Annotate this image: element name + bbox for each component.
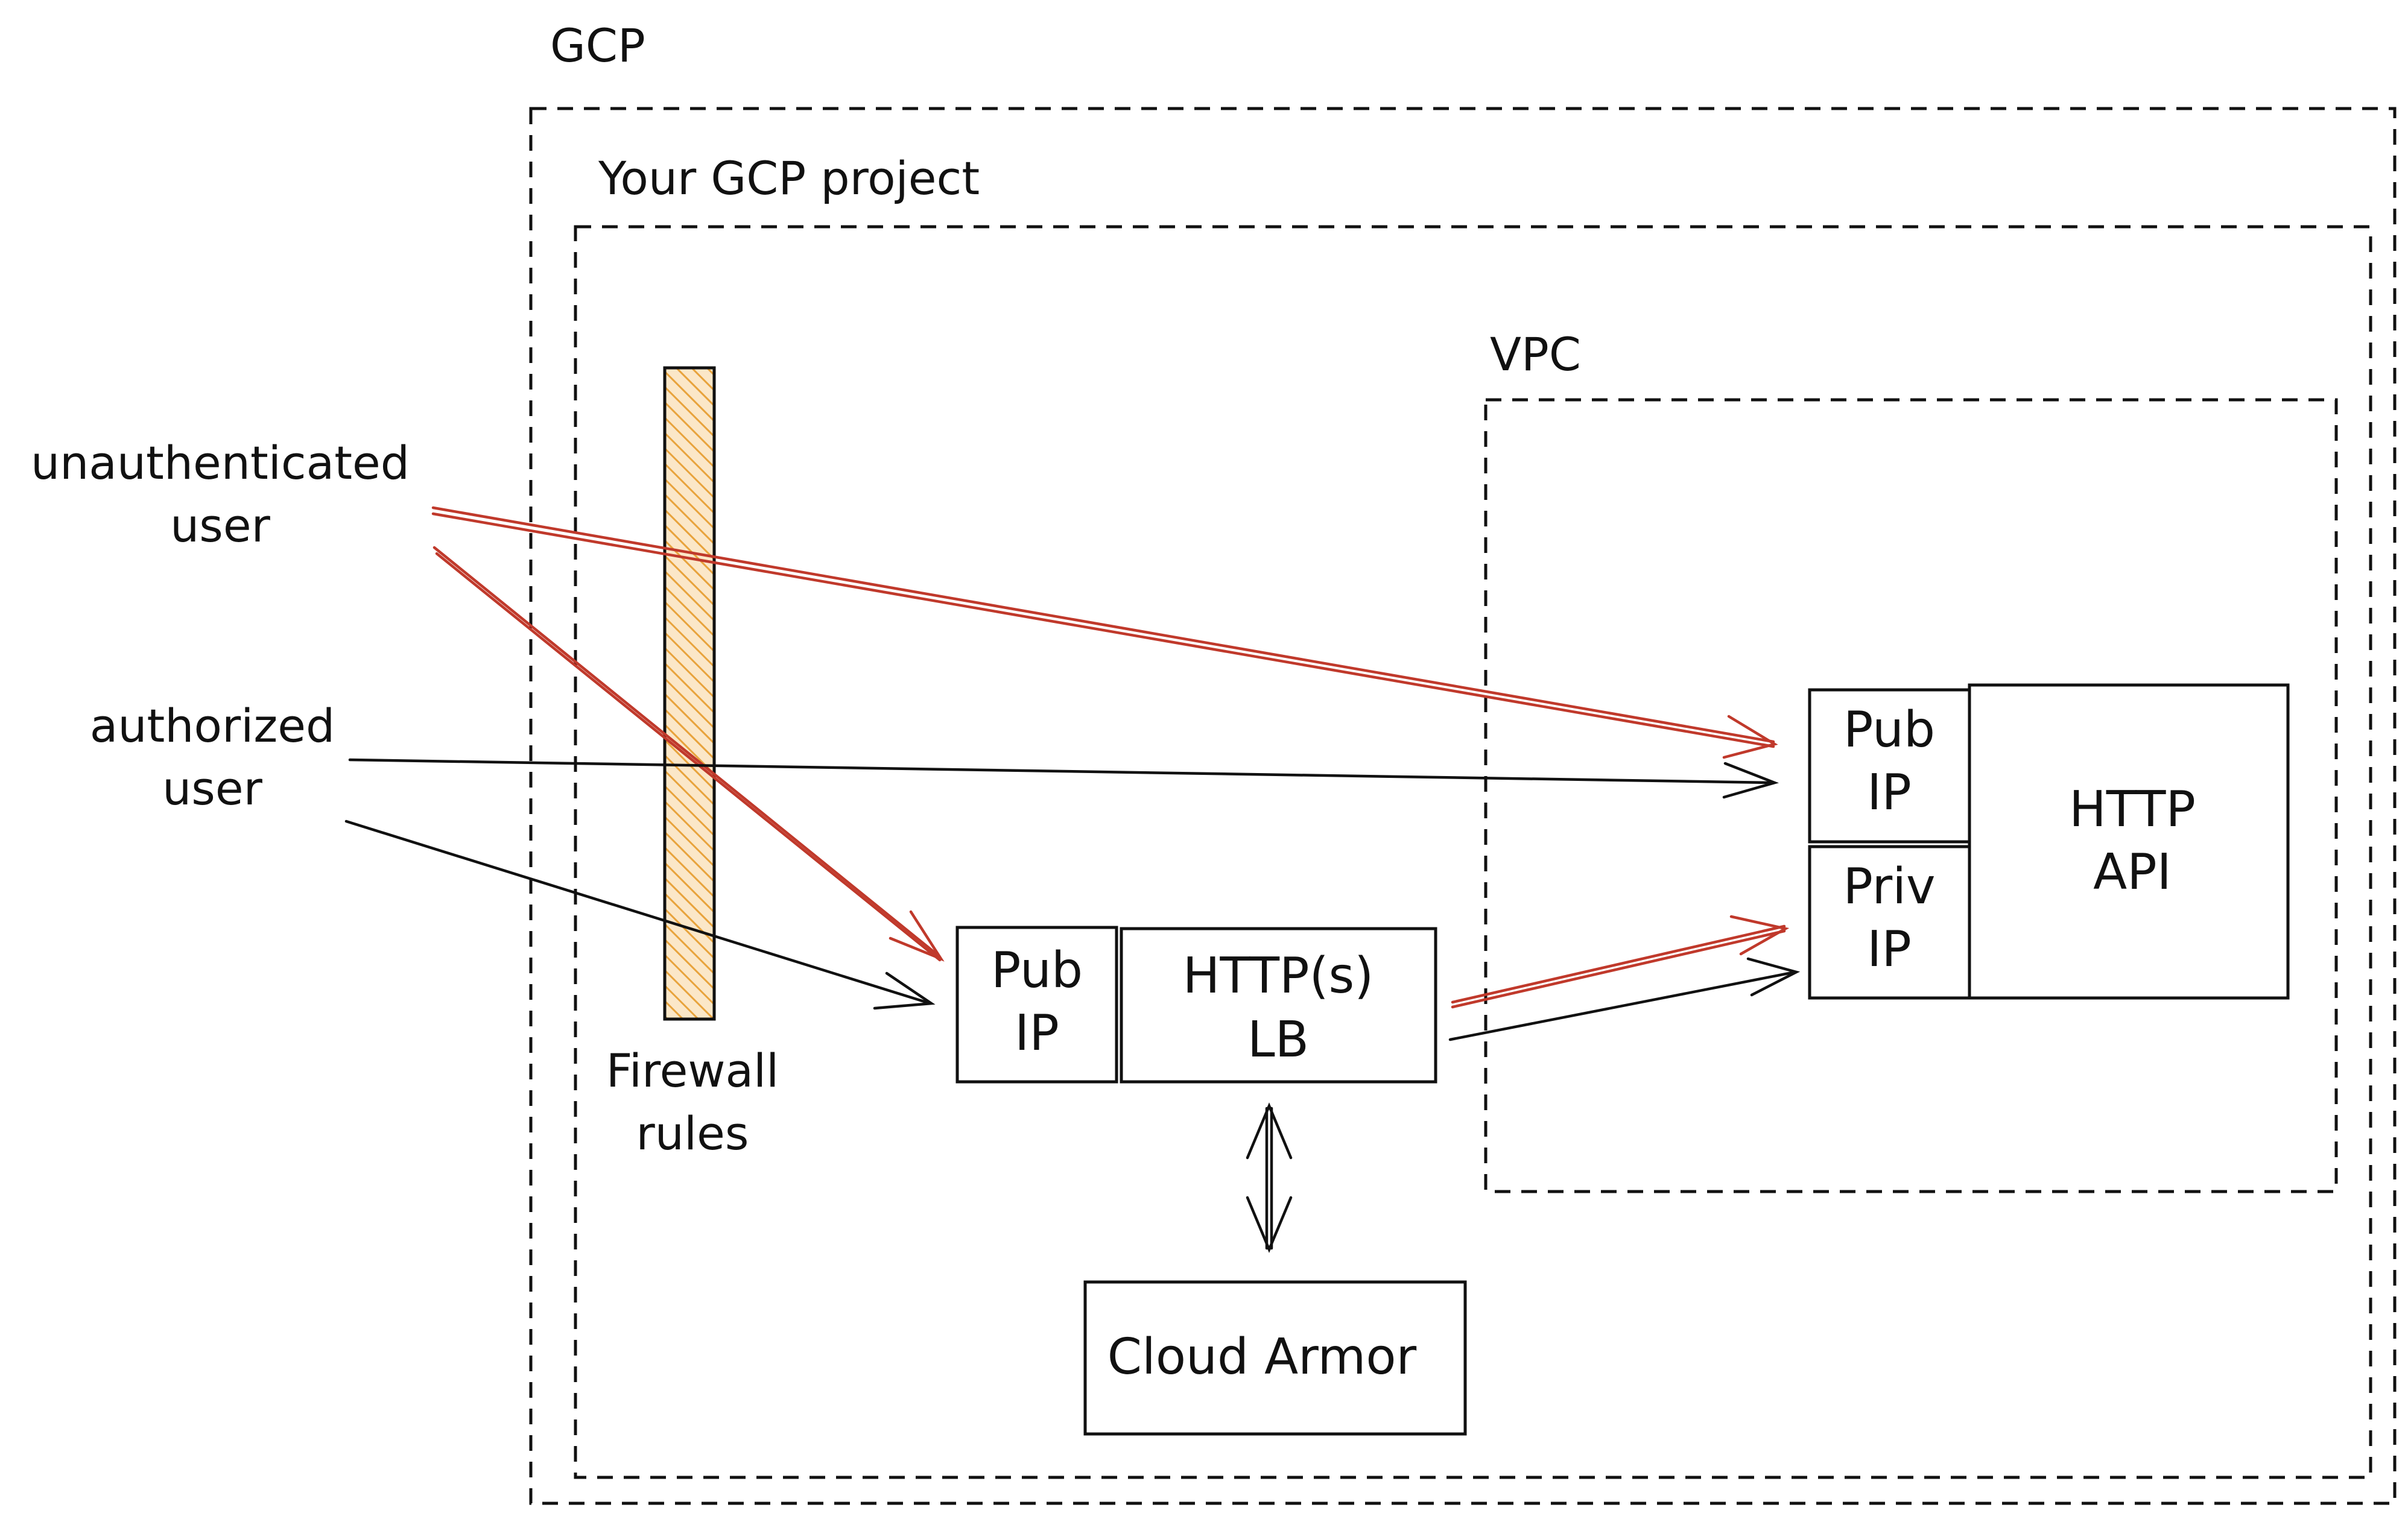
unauthenticated-user-label-1: unauthenticated — [31, 436, 410, 490]
gcp-boundary — [529, 107, 2397, 1505]
vpc-label: VPC — [1490, 327, 1581, 381]
firewall-label-2: rules — [636, 1107, 749, 1160]
unauthenticated-to-lb-arrow — [432, 546, 945, 962]
authorized-user: authorized user — [90, 699, 335, 815]
lb-box — [1120, 927, 1437, 1084]
firewall-bar — [663, 366, 716, 1021]
api-priv-ip-label-2: IP — [1867, 921, 1912, 978]
authorized-to-lb-arrow — [344, 819, 936, 1010]
unauthenticated-user-label-2: user — [170, 499, 271, 552]
lb-pub-ip-label-2: IP — [1015, 1005, 1059, 1062]
cloud-armor-label: Cloud Armor — [1107, 1328, 1417, 1386]
authorized-user-label-1: authorized — [90, 699, 335, 753]
api-priv-ip-box — [1808, 845, 1971, 1000]
api-pub-ip-label-1: Pub — [1843, 701, 1935, 759]
lb-pub-ip-box — [955, 926, 1118, 1084]
lb-to-api-priv-ip-red-arrow — [1451, 915, 1790, 1009]
http-api: Pub IP Priv IP HTTP API — [1808, 683, 2290, 1000]
project-label: Your GCP project — [598, 151, 980, 205]
http-api-label-1: HTTP — [2069, 781, 2196, 838]
project-boundary — [574, 225, 2372, 1479]
cloud-armor: Cloud Armor — [1083, 1280, 1467, 1436]
api-pub-ip-label-2: IP — [1867, 764, 1912, 821]
lb-label-1: HTTP(s) — [1183, 947, 1374, 1005]
firewall-label-1: Firewall — [606, 1044, 779, 1097]
authorized-to-api-pub-ip-arrow — [348, 758, 1779, 799]
lb-label-2: LB — [1247, 1011, 1309, 1069]
lb-to-api-priv-ip-arrow — [1448, 957, 1801, 1041]
http-api-box — [1968, 683, 2290, 1000]
authorized-user-label-2: user — [162, 762, 263, 815]
vpc-boundary — [1484, 398, 2338, 1193]
unauthenticated-to-api-pub-ip-arrow — [431, 506, 1778, 759]
api-priv-ip-label-1: Priv — [1843, 858, 1935, 915]
lb-cloud-armor-bidirectional-arrow — [1246, 1102, 1293, 1253]
lb-pub-ip-label-1: Pub — [991, 942, 1083, 999]
unauthenticated-user: unauthenticated user — [31, 436, 410, 552]
firewall: Firewall rules — [606, 366, 779, 1160]
gcp-label: GCP — [550, 19, 645, 72]
cloud-armor-box — [1083, 1280, 1467, 1436]
http-api-label-2: API — [2093, 844, 2172, 901]
load-balancer: Pub IP HTTP(s) LB — [955, 926, 1437, 1084]
